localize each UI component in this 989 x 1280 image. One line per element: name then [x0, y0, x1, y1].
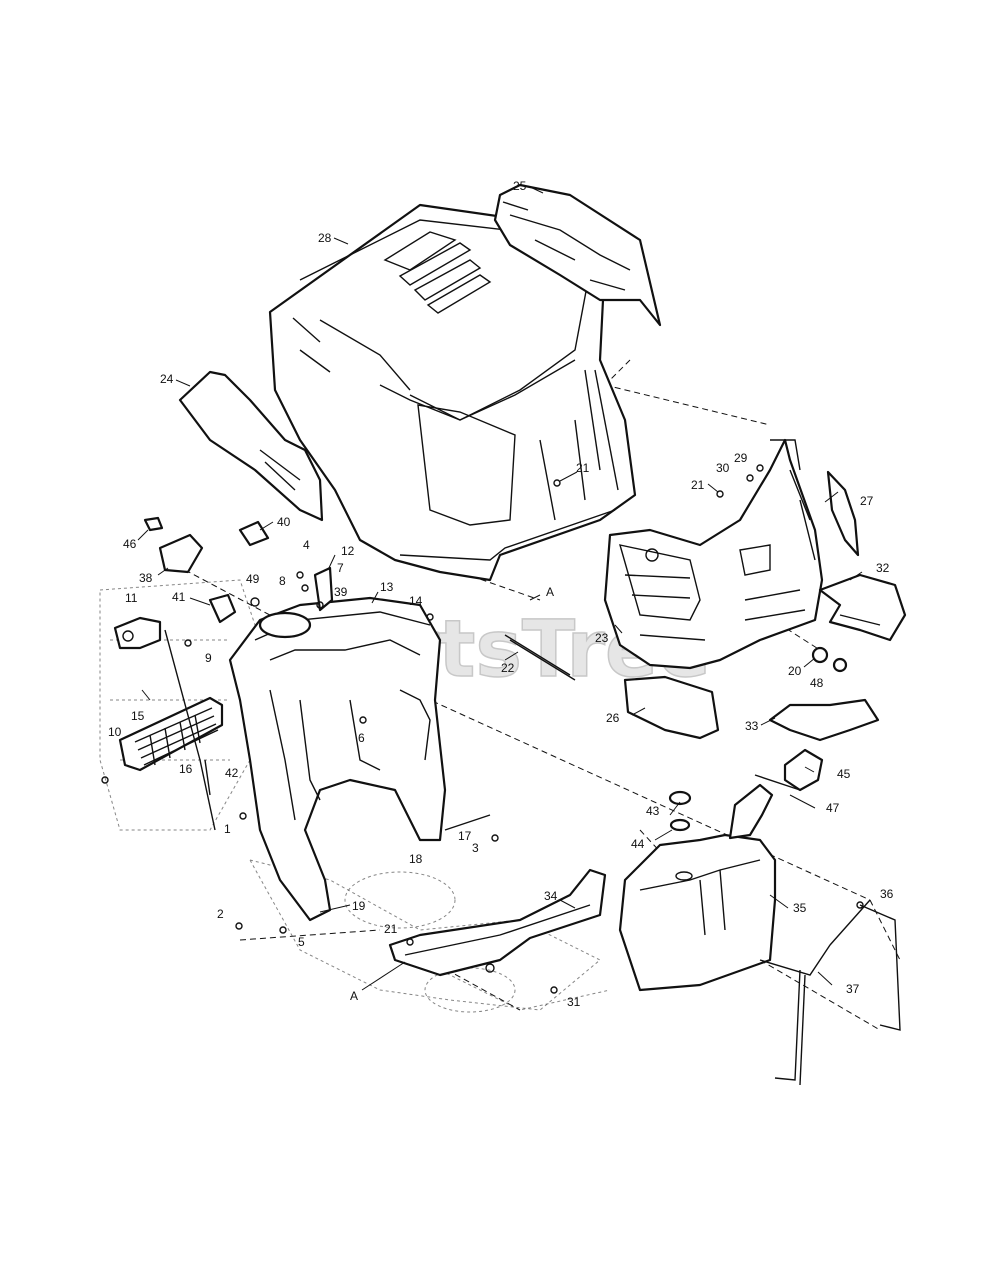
part-front-grille: [603, 438, 824, 670]
callout-42: 42: [225, 766, 239, 780]
reference-label-a-top: A: [546, 585, 554, 599]
part-fuel-tank: [618, 783, 777, 992]
callout-41: 41: [172, 590, 186, 604]
part-rod-spring: [164, 629, 216, 831]
part-hood-rear-trim: [493, 183, 662, 327]
part-dash-tower: [228, 596, 447, 922]
callout-13: 13: [380, 580, 394, 594]
tractor-frame-background: [99, 579, 611, 1013]
leader-lines: [137, 185, 863, 991]
callout-9: 9: [205, 651, 212, 665]
callout-15: 15: [131, 709, 145, 723]
callout-8: 8: [279, 574, 286, 588]
callout-46: 46: [123, 537, 137, 551]
callout-14: 14: [409, 594, 423, 608]
callout-17: 17: [458, 829, 472, 843]
callout-48: 48: [810, 676, 824, 690]
callout-43: 43: [646, 804, 660, 818]
callout-6: 6: [358, 731, 365, 745]
callout-49: 49: [246, 572, 260, 586]
callout-33: 33: [745, 719, 759, 733]
callout-31: 31: [567, 995, 581, 1009]
callout-37: 37: [846, 982, 860, 996]
part-switches: [143, 516, 270, 624]
callout-24: 24: [160, 372, 174, 386]
part-bracket-11: [113, 616, 162, 650]
callout-11: 11: [125, 591, 138, 605]
callout-26: 26: [606, 711, 620, 725]
callout-35: 35: [793, 901, 807, 915]
callout-39: 39: [334, 585, 348, 599]
callout-36: 36: [880, 887, 894, 901]
callout-27: 27: [860, 494, 874, 508]
small-fasteners: [101, 464, 864, 994]
callout-38: 38: [139, 571, 153, 585]
callout-18: 18: [409, 852, 423, 866]
callout-23: 23: [595, 631, 609, 645]
callout-28: 28: [318, 231, 332, 245]
part-side-panel-left: [178, 370, 324, 522]
callout-21-grille: 21: [691, 478, 705, 492]
callout-3: 3: [472, 841, 479, 855]
callout-30: 30: [716, 461, 730, 475]
callout-40: 40: [277, 515, 291, 529]
part-support-bracket: [388, 868, 607, 977]
callout-32: 32: [876, 561, 890, 575]
callout-22: 22: [501, 661, 515, 675]
part-hood: [268, 203, 637, 582]
part-headlight-lens: [826, 470, 860, 557]
callout-7: 7: [337, 561, 344, 575]
callout-numbers: 25 28 24 21 29 30 21 27 32 23 20 48 26 3…: [108, 179, 894, 1009]
callout-44: 44: [631, 837, 645, 851]
part-fuel-cap: [668, 748, 824, 832]
callout-25: 25: [513, 179, 527, 193]
callout-45: 45: [837, 767, 851, 781]
callout-1: 1: [224, 822, 231, 836]
callout-12: 12: [341, 544, 355, 558]
callout-34: 34: [544, 889, 558, 903]
callout-19: 19: [352, 899, 366, 913]
callout-16: 16: [179, 762, 193, 776]
callout-21-hood: 21: [576, 461, 590, 475]
callout-47: 47: [826, 801, 840, 815]
part-lever-12: [313, 566, 334, 612]
part-deflector-upper: [818, 573, 907, 642]
part-cable-tie: [504, 634, 576, 681]
part-fuel-line-bracket: [759, 899, 901, 1086]
callout-5: 5: [298, 935, 305, 949]
callout-4: 4: [303, 538, 310, 552]
callout-2: 2: [217, 907, 224, 921]
part-rod-17: [444, 814, 491, 831]
callout-20: 20: [788, 664, 802, 678]
part-deflector-lower: [768, 698, 880, 742]
callout-10: 10: [108, 725, 122, 739]
part-fasteners-front: [811, 646, 848, 673]
callout-21-bracket: 21: [384, 922, 398, 936]
part-lower-grille-cover: [623, 675, 720, 740]
reference-labels: A A: [350, 585, 554, 1003]
part-mesh-plate: [118, 696, 224, 772]
reference-label-a-bottom: A: [350, 989, 358, 1003]
callout-29: 29: [734, 451, 748, 465]
